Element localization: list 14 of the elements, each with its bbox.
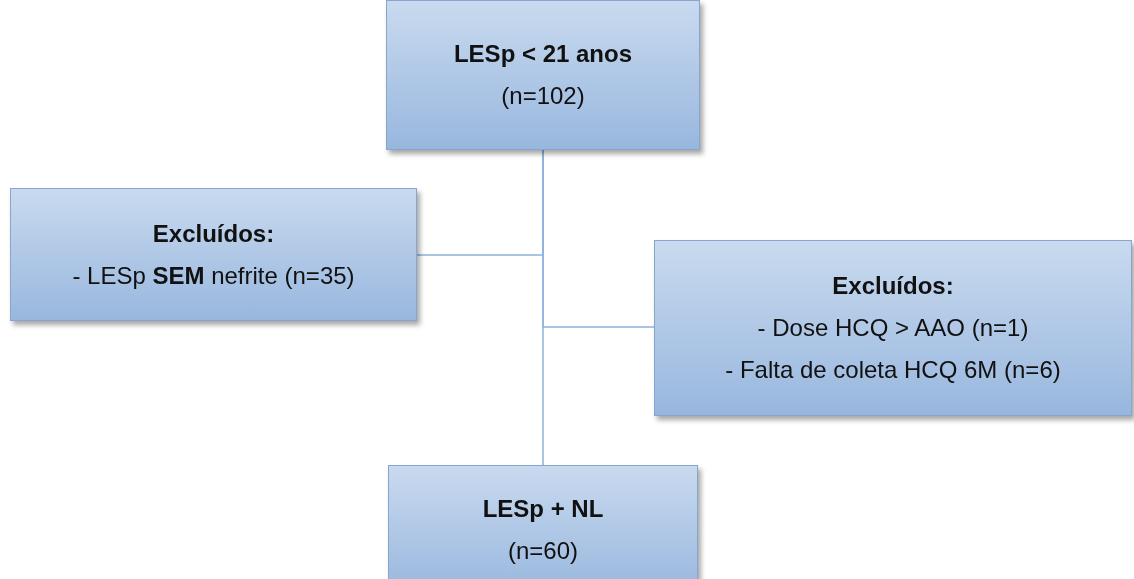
- box-heading: LESp + NL: [482, 495, 604, 523]
- box-text: - Dose HCQ > AAO (n=1): [757, 314, 1029, 342]
- process-box: [386, 0, 700, 150]
- box-text: (n=102): [501, 82, 585, 110]
- box-heading: LESp < 21 anos: [453, 40, 633, 68]
- process-box: [654, 240, 1132, 416]
- box-text: - Falta de coleta HCQ 6M (n=6): [725, 356, 1061, 384]
- box-text: - LESp SEM nefrite (n=35): [72, 261, 355, 290]
- box-heading: Excluídos:: [832, 272, 954, 300]
- process-box: [388, 465, 698, 579]
- box-text: (n=60): [507, 537, 578, 565]
- connector-line: [542, 149, 655, 328]
- box-heading: Excluídos:: [152, 219, 275, 248]
- process-box: [10, 188, 417, 321]
